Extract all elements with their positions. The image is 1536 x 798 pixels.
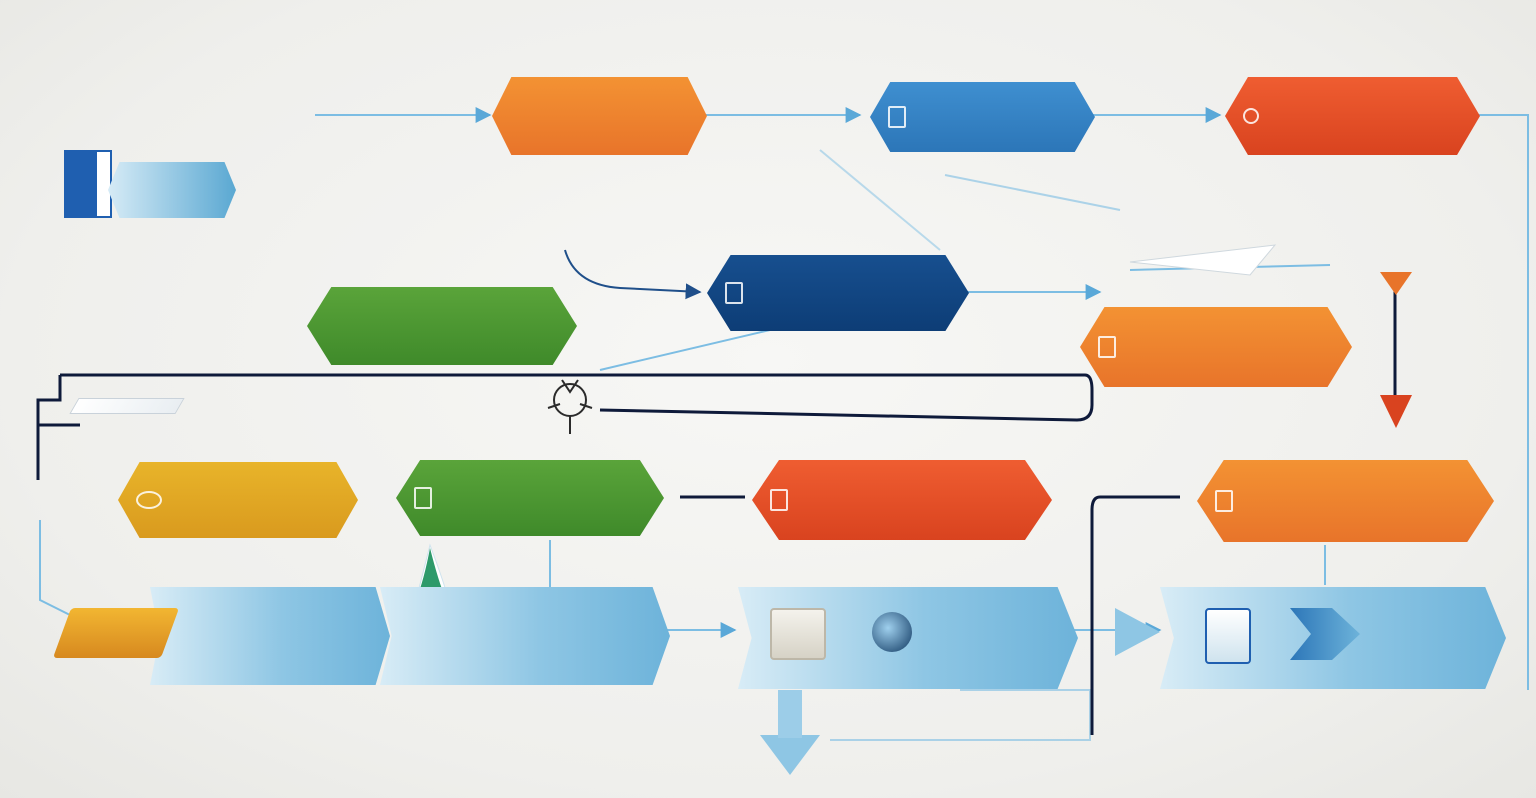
conveyor-icon bbox=[52, 608, 180, 658]
connector-4 bbox=[1475, 114, 1529, 690]
connector-20 bbox=[1090, 495, 1180, 735]
arrow-down-icon bbox=[1380, 272, 1412, 295]
node-red-mid[interactable] bbox=[752, 460, 1052, 540]
document-icon-5 bbox=[1215, 490, 1233, 512]
node-top-blue[interactable] bbox=[870, 82, 1095, 152]
document-icon-3 bbox=[414, 487, 432, 509]
node-green-left[interactable] bbox=[307, 287, 577, 365]
arrow-down-icon-2 bbox=[1380, 395, 1412, 428]
paper-plane-icon bbox=[1129, 244, 1277, 276]
connector-10 bbox=[819, 149, 941, 251]
connector-22 bbox=[564, 249, 702, 300]
node-yellow[interactable] bbox=[118, 462, 358, 538]
band-left bbox=[150, 587, 390, 685]
connector-9 bbox=[599, 329, 771, 371]
arrow-shaft bbox=[778, 690, 802, 738]
arrow-right-icon bbox=[1115, 608, 1160, 656]
node-green-mid[interactable] bbox=[396, 460, 664, 536]
node-top-red[interactable] bbox=[1225, 77, 1480, 155]
gear-icon bbox=[547, 379, 593, 434]
connector-16 bbox=[60, 373, 1094, 422]
eye-icon bbox=[136, 491, 162, 509]
server-icon bbox=[64, 150, 112, 218]
connector-17 bbox=[36, 375, 62, 480]
connector-14 bbox=[830, 689, 1091, 741]
node-navy-mid[interactable] bbox=[707, 255, 969, 331]
node-orange-far[interactable] bbox=[1197, 460, 1494, 542]
connector-15 bbox=[944, 174, 1121, 211]
pin-icon bbox=[1243, 108, 1259, 124]
monitor-icon bbox=[1205, 608, 1251, 664]
document-icon-4 bbox=[770, 489, 788, 511]
document-icon-2 bbox=[1098, 336, 1116, 358]
box-icon bbox=[770, 608, 826, 660]
node-orange-right[interactable] bbox=[1080, 307, 1352, 387]
shield-icon bbox=[725, 282, 743, 304]
document-strip bbox=[69, 398, 185, 414]
drop-icon-2 bbox=[872, 612, 912, 652]
arrow-down-icon-3 bbox=[760, 735, 820, 775]
document-icon bbox=[888, 106, 906, 128]
band-mid bbox=[380, 587, 670, 685]
connector-11 bbox=[39, 520, 81, 621]
node-left-blue[interactable] bbox=[108, 162, 236, 218]
node-top-orange[interactable] bbox=[492, 77, 707, 155]
